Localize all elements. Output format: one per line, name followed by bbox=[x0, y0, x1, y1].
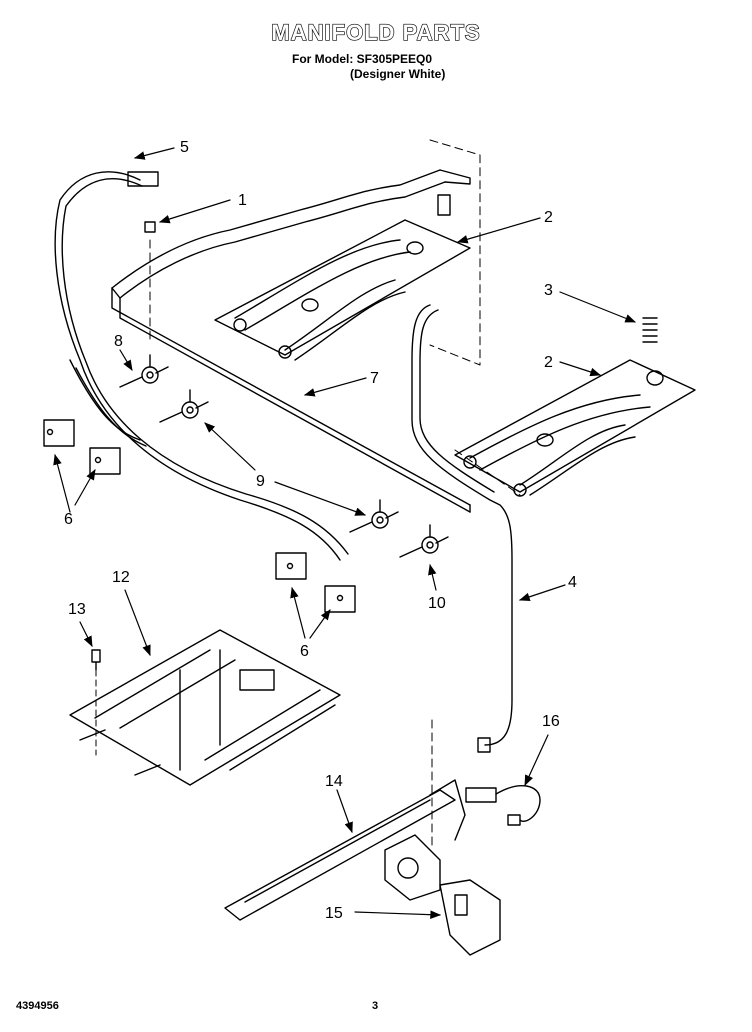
callout-3: 3 bbox=[544, 282, 553, 299]
callout-15: 15 bbox=[325, 905, 343, 922]
callout-8: 8 bbox=[114, 333, 123, 350]
model-variant: (Designer White) bbox=[350, 67, 446, 81]
orifice-spring bbox=[642, 317, 658, 343]
callout-6-center: 6 bbox=[300, 643, 309, 660]
callout-14: 14 bbox=[325, 773, 343, 790]
burner-plate-lower bbox=[454, 359, 696, 497]
page-number: 3 bbox=[372, 1000, 379, 1012]
manifold-pipe bbox=[111, 169, 471, 513]
igniter bbox=[465, 785, 541, 826]
model-number: For Model: SF305PEEQ0 bbox=[292, 52, 433, 66]
callout-16: 16 bbox=[542, 713, 560, 730]
callout-4: 4 bbox=[568, 574, 577, 591]
callout-10: 10 bbox=[428, 595, 446, 612]
callout-6-left: 6 bbox=[64, 511, 73, 528]
callout-1: 1 bbox=[238, 192, 247, 209]
screw bbox=[144, 221, 156, 233]
wiring-harness bbox=[43, 171, 356, 613]
callout-labels: 5 1 2 3 2 8 7 9 9 6 4 10 12 13 6 16 14 1… bbox=[64, 139, 577, 922]
callout-12: 12 bbox=[112, 569, 130, 586]
callout-13: 13 bbox=[68, 601, 86, 618]
callout-7: 7 bbox=[370, 370, 379, 387]
shield-screw bbox=[91, 649, 101, 756]
bottom-shield bbox=[69, 629, 341, 786]
burner-plate-upper bbox=[214, 219, 471, 361]
callout-2-lower: 2 bbox=[544, 354, 553, 371]
igniter-bracket bbox=[224, 779, 466, 921]
burner-valves bbox=[119, 354, 449, 558]
leader-arrows bbox=[53, 147, 637, 919]
document-number: 4394956 bbox=[16, 1000, 59, 1012]
callout-5: 5 bbox=[180, 139, 189, 156]
callout-2-upper: 2 bbox=[544, 209, 553, 226]
gas-regulator bbox=[384, 834, 501, 956]
alignment-lines bbox=[149, 139, 521, 851]
callout-9-upper: 9 bbox=[256, 473, 265, 490]
gas-supply-tube bbox=[411, 304, 513, 753]
page-title: MANIFOLD PARTS bbox=[271, 19, 481, 45]
